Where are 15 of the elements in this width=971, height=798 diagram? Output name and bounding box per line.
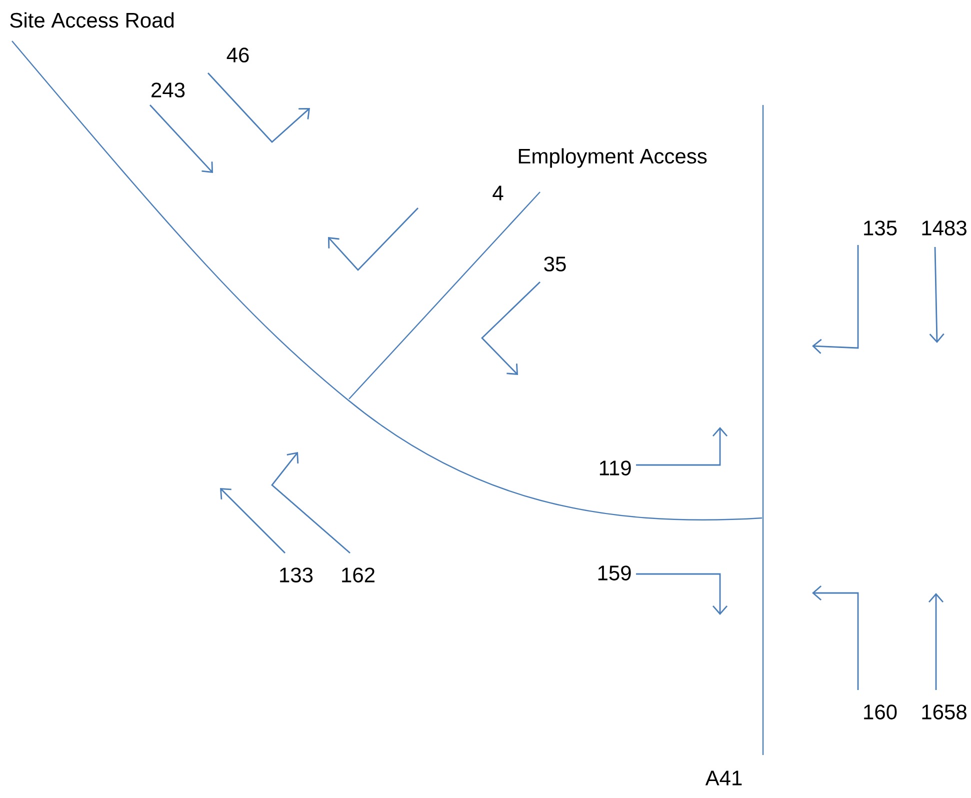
road-name: Site Access Road xyxy=(10,12,174,28)
flow-count: 162 xyxy=(342,568,374,582)
road-name: A41 xyxy=(705,770,742,786)
flow-count: 135 xyxy=(864,220,897,236)
flow-count: 243 xyxy=(152,82,185,98)
flow-count: 159 xyxy=(598,566,631,580)
flow-count: 46 xyxy=(226,48,249,62)
flow-count: 133 xyxy=(280,568,313,582)
road-name: Employment Access xyxy=(518,148,707,168)
flow-count: 160 xyxy=(864,704,897,720)
flow-count: 4 xyxy=(492,186,504,200)
flow-count: 35 xyxy=(544,256,566,272)
flow-count: 1483 xyxy=(922,220,966,236)
flow-count: 119 xyxy=(600,460,631,476)
flow-count: 1658 xyxy=(922,704,966,720)
